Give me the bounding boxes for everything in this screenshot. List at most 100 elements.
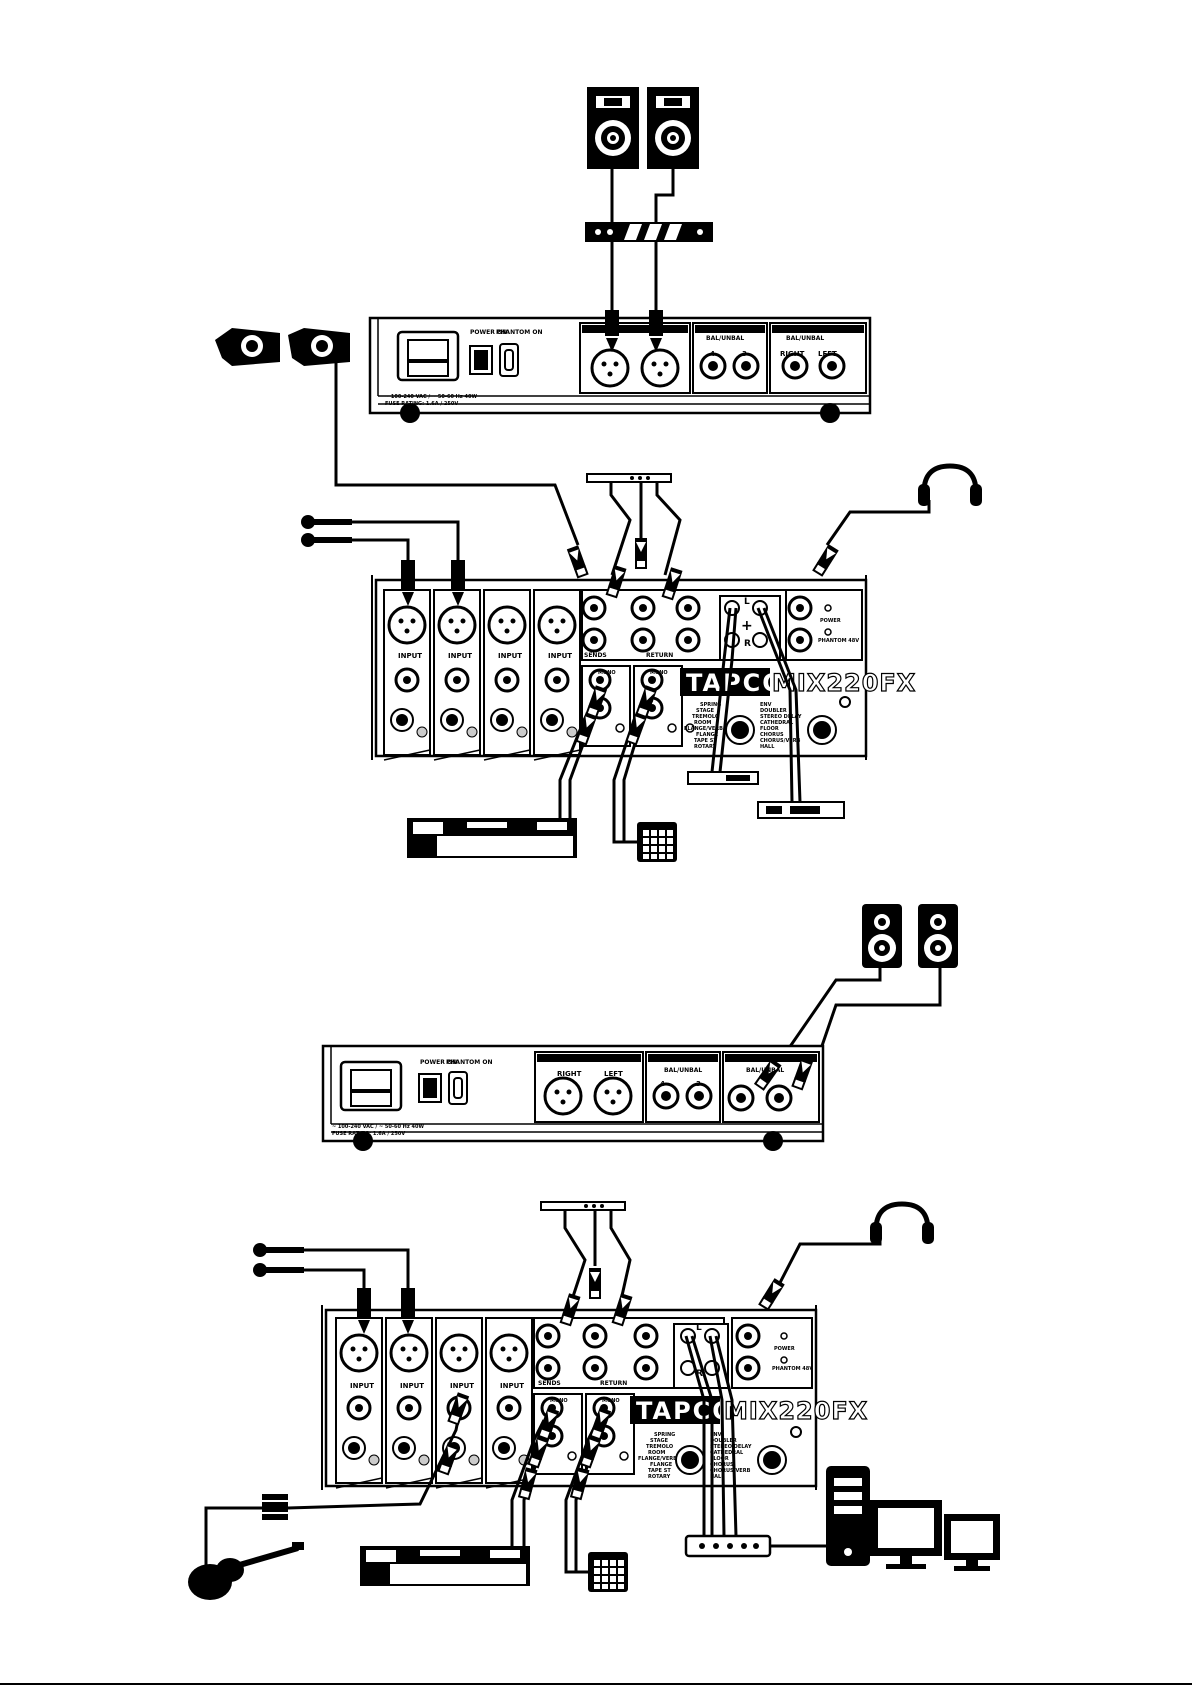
phantom-48v-label-bottom: PHANTOM 48V: [772, 1366, 813, 1372]
input-label-3-top: INPUT: [498, 652, 522, 660]
drum-pad-bottom: [588, 1552, 628, 1592]
svg-text:SPRING: SPRING: [654, 1432, 675, 1438]
power-amplifier: [585, 222, 713, 242]
svg-text:ROTARY: ROTARY: [648, 1474, 671, 1480]
brand-name-bottom: TAPCO: [636, 1397, 735, 1425]
svg-text:CHORUS: CHORUS: [760, 732, 784, 738]
svg-text:ENV: ENV: [760, 702, 772, 708]
svg-text:CHORUS/VERB: CHORUS/VERB: [710, 1468, 751, 1474]
l-label-bottom: L: [696, 1323, 702, 1333]
audio-interface: [684, 1534, 772, 1558]
return-label-bottom: RETURN: [600, 1380, 627, 1387]
svg-text:STAGE: STAGE: [650, 1438, 669, 1444]
svg-text:HALL: HALL: [710, 1474, 725, 1480]
pa-speaker-right: [647, 87, 699, 169]
computer-monitor-large: [870, 1500, 942, 1569]
mono-label-bottom-1: MONO: [550, 1398, 568, 1404]
svg-text:TREMOLO: TREMOLO: [646, 1444, 673, 1450]
effects-rack-bottom: [540, 1201, 626, 1211]
left-label-bottom: LEFT: [604, 1070, 623, 1078]
svg-text:FLOOR: FLOOR: [760, 726, 779, 732]
power-on-label-bottom: POWER ON: [420, 1059, 457, 1066]
pa-speaker-left: [587, 87, 639, 169]
svg-text:+: +: [741, 618, 753, 634]
svg-text:ROTARY: ROTARY: [694, 744, 717, 750]
svg-text:CATHEDRAL: CATHEDRAL: [760, 720, 794, 726]
svg-text:STEREO DELAY: STEREO DELAY: [760, 714, 802, 720]
xlr-plug-mic1-bottom: [357, 1288, 371, 1334]
ch4-label-top: 4: [710, 350, 715, 358]
sends-label-top: SENDS: [584, 652, 607, 659]
power-label-bottom: POWER: [774, 1346, 795, 1352]
input-label-2-top: INPUT: [448, 652, 472, 660]
r-label-top: R: [744, 639, 751, 649]
svg-text:ROOM: ROOM: [648, 1450, 665, 1456]
mono-label-top-2: MONO: [650, 670, 668, 676]
tape-deck-top: [757, 801, 845, 819]
mic-2-top: [301, 533, 352, 547]
svg-text:HALL: HALL: [760, 744, 775, 750]
svg-text:STEREO DELAY: STEREO DELAY: [710, 1444, 752, 1450]
svg-text:ROOM: ROOM: [694, 720, 711, 726]
fuse-label-bottom: FUSE RATING: 1.6A / 250V: [332, 1131, 405, 1137]
effects-list-left-bottom: SPRING STAGE TREMOLO ROOM FLANGE/VERB FL…: [638, 1432, 677, 1480]
input-label-2-bottom: INPUT: [400, 1382, 424, 1390]
xlr-plug-mic2-bottom: [401, 1288, 415, 1334]
voltage-label-top: ~ 100-240 VAC / ~ 50-60 Hz 40W: [385, 394, 477, 400]
plug-headphone-bottom: [757, 1277, 786, 1311]
effects-list-left-top: SPRING STAGE TREMOLO ROOM FLANGE/VERB FL…: [684, 702, 723, 750]
svg-text:CATHEDRAL: CATHEDRAL: [710, 1450, 744, 1456]
guitar: [188, 1542, 304, 1600]
mono-label-bottom-2: MONO: [602, 1398, 620, 1404]
svg-text:CHORUS/VERB: CHORUS/VERB: [760, 738, 801, 744]
plug-return-center-top: [634, 537, 648, 569]
plug-headphone-top: [811, 543, 840, 577]
svg-text:SPRING: SPRING: [700, 702, 721, 708]
rear-panel-top: [368, 316, 872, 425]
xlr-plug-right: [649, 310, 663, 352]
keyboard-top: [407, 818, 577, 858]
input-label-4-top: INPUT: [548, 652, 572, 660]
ch4-label-bottom: 4: [660, 1080, 665, 1088]
svg-text:FLOOR: FLOOR: [710, 1456, 729, 1462]
svg-text:ENV: ENV: [710, 1432, 722, 1438]
xlr-plug-left: [605, 310, 619, 352]
ch3-label-bottom: 3: [696, 1080, 701, 1088]
bal-unbal-label-bottom2: BAL/UNBAL: [746, 1067, 784, 1074]
computer-tower: [826, 1466, 870, 1566]
mic-1-bottom: [253, 1243, 304, 1257]
right-label-bottom: RIGHT: [557, 1070, 582, 1078]
svg-text:TAPE ST: TAPE ST: [648, 1468, 671, 1474]
l-label-top: L: [744, 597, 750, 607]
svg-text:FLANGE: FLANGE: [696, 732, 719, 738]
sends-label-bottom: SENDS: [538, 1380, 561, 1387]
power-on-label: POWER ON: [470, 329, 507, 336]
drum-pad-top: [637, 822, 677, 862]
plug-return-center-bottom: [588, 1267, 602, 1299]
xlr-plug-mic1-top: [401, 560, 415, 606]
bal-unbal-label-top2: BAL/UNBAL: [786, 335, 824, 342]
brand-model-bottom: MIX220FX: [724, 1397, 868, 1425]
effects-list-right-top: ENV DOUBLER STEREO DELAY CATHEDRAL FLOOR…: [760, 702, 802, 750]
guitar-pedal: [262, 1494, 288, 1520]
bal-unbal-label-top: BAL/UNBAL: [706, 335, 744, 342]
input-label-1-top: INPUT: [398, 652, 422, 660]
svg-text:DOUBLER: DOUBLER: [760, 708, 787, 714]
cd-recorder-top: [687, 771, 759, 785]
studio-monitor-left: [862, 904, 902, 968]
studio-monitor-right: [918, 904, 958, 968]
input-label-4-bottom: INPUT: [500, 1382, 524, 1390]
ch3-label-top: 3: [742, 350, 747, 358]
svg-text:FLANGE/VERB: FLANGE/VERB: [638, 1456, 677, 1462]
svg-text:FLANGE: FLANGE: [650, 1462, 673, 1468]
input-label-1-bottom: INPUT: [350, 1382, 374, 1390]
phantom-on-label: PHANTOM ON: [496, 329, 542, 336]
power-label-top: POWER: [820, 618, 841, 624]
r-label-bottom: R: [696, 1369, 703, 1379]
return-label-top: RETURN: [646, 652, 673, 659]
xlr-plug-mic2-top: [451, 560, 465, 606]
computer-monitor-small: [944, 1514, 1000, 1571]
svg-text:STAGE: STAGE: [696, 708, 715, 714]
mixer-front-bottom: TAPCO MIX220FX: [321, 1305, 868, 1490]
